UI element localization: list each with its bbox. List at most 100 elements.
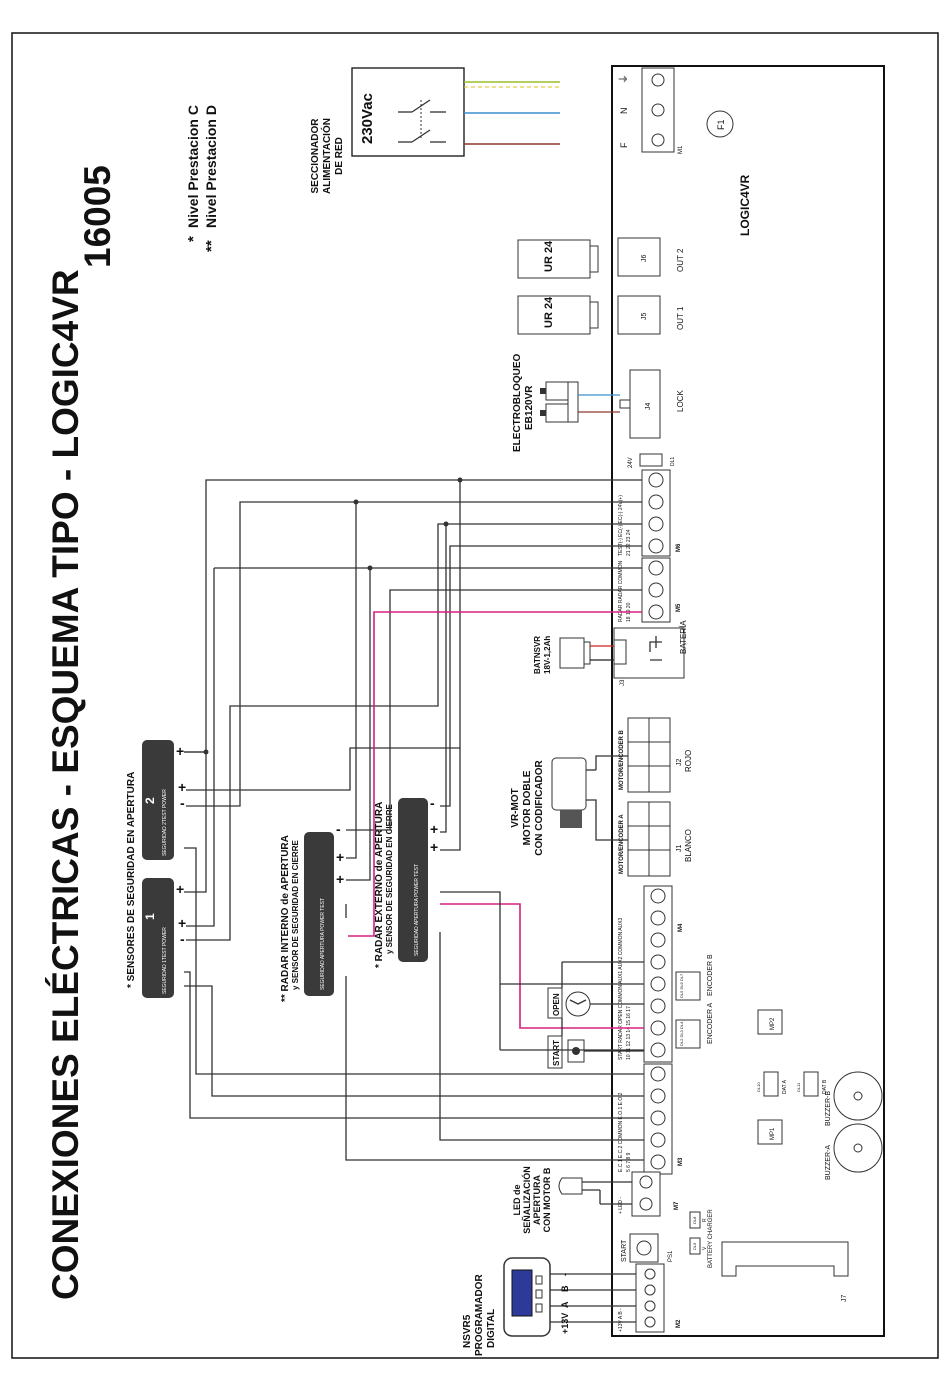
buzzer-a [833, 1123, 883, 1173]
svg-text:+ LED -: + LED - [618, 1197, 624, 1214]
led-signal: LED de SEÑALIZACIÓN APERTURA CON MOTOR B [512, 1166, 632, 1234]
svg-text:SEGURIDAD 2TEST POWER: SEGURIDAD 2TEST POWER [162, 789, 168, 856]
svg-text:CON CODIFICADOR: CON CODIFICADOR [534, 759, 545, 855]
svg-text:F: F [619, 142, 629, 148]
svg-text:+13V A B -: +13V A B - [618, 1308, 624, 1332]
svg-text:SEGURIDAD APERTURA POWER TES: SEGURIDAD APERTURA POWER TEST [414, 864, 420, 956]
diagram-title: CONEXIONES ELÉCTRICAS - ESQUEMA TIPO - L… [45, 269, 86, 1300]
svg-text:DL2 DL3 DL4: DL2 DL3 DL4 [679, 1021, 684, 1046]
svg-text:M4: M4 [678, 923, 684, 932]
m6-terminal: TEST(-) EC(-) EC(-) 24V(+) 21 22 23 24 M… [618, 469, 682, 557]
svg-text:+: + [336, 849, 344, 865]
svg-text:CON MOTOR B: CON MOTOR B [542, 1167, 552, 1232]
ur24-module-bottom: UR 24 [517, 295, 599, 335]
nsvr5-programmer: NSVR5 PROGRAMADOR DIGITAL +13V A B - [462, 1257, 636, 1356]
svg-text:1: 1 [143, 913, 157, 920]
mains-voltage: 230Vac [359, 93, 376, 144]
earth-icon: ⏚ [618, 74, 630, 84]
svg-text:E.C.1 E.C.2 COMMON E.O.1 E.O.2: E.C.1 E.C.2 COMMON E.O.1 E.O.2 [618, 1092, 624, 1172]
legend-d-text: Nivel Prestacion D [203, 105, 219, 228]
svg-text:J1: J1 [676, 845, 683, 853]
svg-text:MP2: MP2 [770, 1017, 776, 1030]
programmer-screen [511, 1269, 533, 1317]
svg-text:24V: 24V [628, 457, 634, 468]
svg-text:ROJO: ROJO [684, 750, 693, 772]
svg-text:J7: J7 [841, 1295, 848, 1303]
svg-text:10 11 12 13 14 15 16 17: 10 11 12 13 14 15 16 17 [626, 1006, 632, 1060]
legend-c-text: Nivel Prestacion C [185, 105, 201, 228]
mains-disconnector: SECCIONADOR ALIMENTACIÓN DE RED 230Vac [310, 67, 465, 194]
svg-text:BATNSVR: BATNSVR [533, 636, 542, 674]
svg-text:DL9: DL9 [692, 1242, 697, 1250]
buzzer-b [833, 1071, 883, 1121]
electrobloqueo-eb120vr: ELECTROBLOQUEO EB120VR [512, 353, 620, 452]
m4-terminal: START RADAR OPEN COMMON AUX1 AUX2 COMMON… [618, 885, 684, 1063]
ps1-button[interactable] [629, 1233, 659, 1263]
svg-text:-: - [180, 795, 185, 811]
encoder-a-leds [675, 1019, 701, 1049]
ur24-module-top: UR 24 [517, 239, 599, 279]
legend-d-marker: ** [203, 240, 220, 252]
battery-batnsvr: BATNSVR 18V-1,2Ah [533, 636, 614, 674]
svg-text:M6: M6 [676, 543, 682, 552]
charger-led-r [689, 1211, 701, 1229]
svg-text:J3: J3 [620, 679, 626, 686]
svg-text:B: B [560, 1285, 570, 1292]
svg-text:LOCK: LOCK [676, 390, 685, 412]
charger-led-v [689, 1237, 701, 1255]
svg-text:START RADAR OPEN COMMON AUX1 A: START RADAR OPEN COMMON AUX1 AUX2 COMMON… [618, 918, 624, 1060]
svg-text:DAT A: DAT A [782, 1079, 788, 1094]
svg-text:VR-MOT: VR-MOT [510, 788, 521, 827]
svg-text:ENCODER A: ENCODER A [707, 1002, 714, 1044]
svg-text:BUZZER-B: BUZZER-B [825, 1091, 832, 1126]
mains-label-2: ALIMENTACIÓN [320, 118, 333, 194]
j4-lock-connector [629, 369, 661, 439]
svg-text:+13V: +13V [560, 1313, 570, 1334]
svg-text:DIGITAL: DIGITAL [486, 1309, 497, 1348]
svg-text:NSVR5: NSVR5 [462, 1314, 473, 1348]
diagram-frame [11, 32, 939, 1359]
svg-text:DL1: DL1 [670, 457, 676, 466]
svg-text:M5: M5 [676, 603, 682, 612]
svg-text:2: 2 [143, 797, 157, 804]
m3-terminal: E.C.1 E.C.2 COMMON E.O.1 E.O.2 5 6 7 8 9… [618, 1063, 684, 1175]
svg-text:DAT B: DAT B [822, 1079, 828, 1094]
svg-text:RADAR RADAR COMMON: RADAR RADAR COMMON [618, 560, 624, 622]
mp2-chip [757, 1009, 783, 1035]
svg-text:F1: F1 [716, 119, 726, 130]
svg-text:+: + [178, 779, 186, 795]
svg-text:A: A [560, 1301, 570, 1308]
svg-text:+: + [336, 871, 344, 887]
svg-text:BLANCO: BLANCO [684, 829, 693, 862]
radar-internal: ** RADAR INTERNO de APERTURA y SENSOR DE… [280, 832, 334, 1002]
svg-text:APERTURA: APERTURA [532, 1175, 542, 1226]
svg-text:MOTOR/ENCODER B: MOTOR/ENCODER B [619, 729, 625, 790]
svg-text:+: + [176, 881, 184, 897]
svg-text:BATTERY CHARGER: BATTERY CHARGER [708, 1209, 714, 1268]
svg-text:J5: J5 [641, 313, 648, 321]
svg-text:21 22 23 24: 21 22 23 24 [626, 529, 632, 556]
svg-text:ELECTROBLOQUEO: ELECTROBLOQUEO [512, 353, 523, 452]
svg-text:OUT 2: OUT 2 [676, 248, 685, 272]
svg-text:** RADAR INTERNO de APERTURA: ** RADAR INTERNO de APERTURA [280, 835, 291, 1002]
svg-text:y SENSOR DE SEGURIDAD EN CIERR: y SENSOR DE SEGURIDAD EN CIERRE [385, 804, 394, 954]
svg-text:SEÑALIZACIÓN: SEÑALIZACIÓN [521, 1166, 532, 1234]
svg-text:OUT 1: OUT 1 [676, 306, 685, 330]
svg-text:PROGRAMADOR: PROGRAMADOR [474, 1274, 485, 1356]
svg-text:SEGURIDAD 1TEST POWER: SEGURIDAD 1TEST POWER [162, 927, 168, 994]
svg-text:PS1: PS1 [668, 1250, 674, 1262]
svg-text:M1: M1 [678, 145, 684, 154]
m2-terminal: +13V A B - M2 [618, 1263, 682, 1333]
svg-text:MP1: MP1 [770, 1127, 776, 1140]
sensor-2: 2 SEGURIDAD 2TEST POWER [142, 740, 174, 860]
svg-text:+: + [430, 839, 438, 855]
dat-b-header [803, 1071, 819, 1097]
svg-text:UR 24: UR 24 [543, 240, 555, 272]
svg-text:DL5 DL6 DL7: DL5 DL6 DL7 [679, 973, 684, 998]
sensor-1: 1 SEGURIDAD 1TEST POWER [142, 878, 174, 998]
svg-text:-: - [180, 931, 185, 947]
start-switch: START [547, 1035, 585, 1069]
svg-text:OPEN: OPEN [552, 993, 561, 1016]
svg-text:+: + [178, 915, 186, 931]
